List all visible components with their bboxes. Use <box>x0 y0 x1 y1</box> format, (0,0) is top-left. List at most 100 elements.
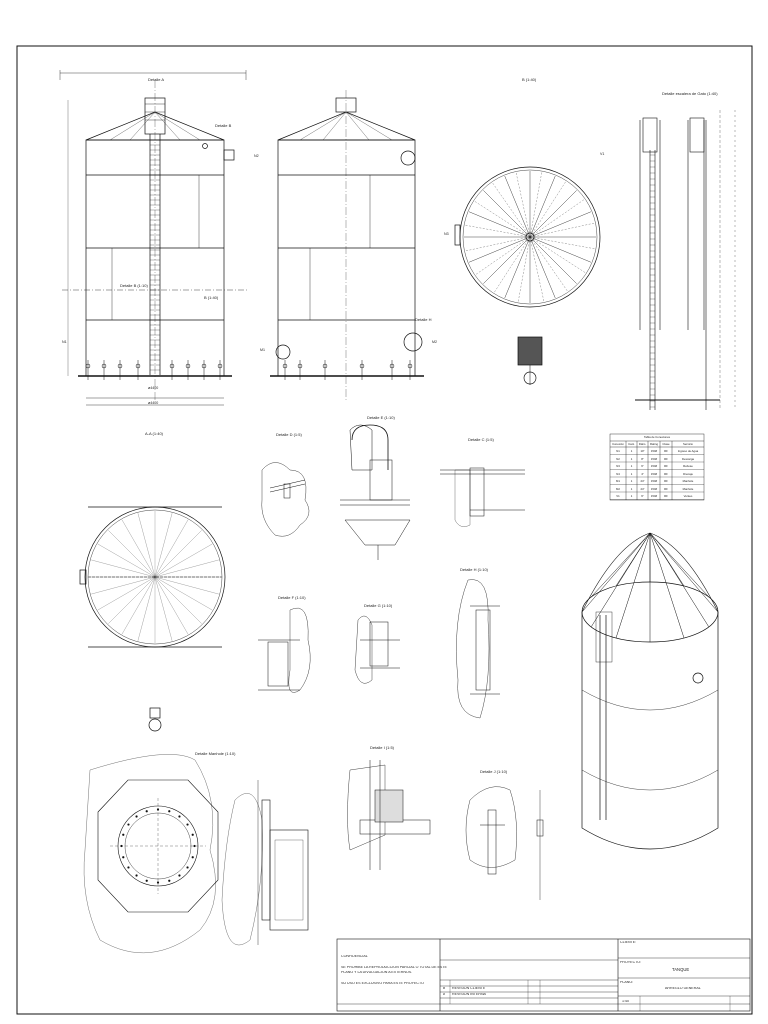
bottom-plan-view <box>79 506 226 732</box>
label-detail-b: Detalle D (1:5) <box>276 432 302 437</box>
plan-radial <box>154 530 202 578</box>
nozzle-table-cell: 1 <box>630 464 633 468</box>
roof-rib-dashed <box>474 201 527 235</box>
nozzle-table-cell: Drenaje <box>683 471 693 476</box>
tb-confidential-text-2: PLANO Y LA DIVULGACION A EXTERNOS. <box>341 971 413 974</box>
manhole-bolts <box>120 808 196 884</box>
nozzle-table-cell: 150# <box>650 464 658 468</box>
label-detail-j: Detalle J (1:10) <box>480 769 508 774</box>
manhole-bolt <box>156 881 160 884</box>
plan-radial <box>154 576 219 595</box>
nozzle-n3: N3 <box>444 232 449 236</box>
roof-rib <box>529 236 556 299</box>
manhole-bolt <box>193 844 196 848</box>
nozzle-table-header: Rating <box>649 442 659 446</box>
plan-radial <box>154 576 202 624</box>
nozzle-table-cell: 1 <box>630 486 633 491</box>
plan-radial <box>154 559 219 578</box>
plan-radial <box>108 576 156 624</box>
roof-rib-dashed <box>533 239 586 273</box>
nozzle-table-cell: 150# <box>650 456 658 461</box>
anchor-chair <box>185 363 191 369</box>
nozzle-table-header: Diám. <box>638 442 647 446</box>
dim-elev-width: ø4400 <box>148 386 159 390</box>
anchor-chair <box>389 363 395 369</box>
nozzle-table-cell: 10" <box>640 449 645 453</box>
nozzle-table-cell: RF <box>664 479 668 483</box>
isometric-roof-ribs <box>581 532 719 642</box>
nozzle-table-cell: 24" <box>640 479 645 483</box>
nozzle-table-cell: RF <box>664 449 668 453</box>
label-detail-h2: Detalle H <box>415 317 432 322</box>
nozzle-table-cell: M2 <box>616 486 620 491</box>
manhole-bolt <box>120 844 123 848</box>
nozzle-table-cell: RF <box>664 456 668 461</box>
manhole-side-detail <box>221 780 309 946</box>
label-plan-top: B (1:40) <box>522 77 537 82</box>
roof-rib <box>468 211 531 238</box>
nozzle-table-cell: 1 <box>630 456 633 461</box>
iso-roof-rib <box>649 532 710 598</box>
manhole-bolt <box>135 815 138 818</box>
nozzle-table-cell: 1 <box>630 479 633 483</box>
nozzle-table-rows <box>610 454 704 500</box>
detail-e-sketch <box>340 424 411 560</box>
nozzle-table-cell: RF <box>664 494 668 498</box>
nozzle-table-cell: Descarga <box>682 456 694 461</box>
plan-radial <box>154 543 213 578</box>
tb-confidential-title: CONFIDENCIAL <box>341 955 368 958</box>
roof-rib <box>468 236 531 263</box>
nozzle-table-header: Cant. <box>628 442 635 446</box>
nozzle-table-cell: N2 <box>616 456 620 461</box>
manhole-bolt <box>145 810 148 813</box>
nozzle-v1: V1 <box>600 152 605 156</box>
nozzle-table-cell: 150# <box>650 486 658 491</box>
label-detail-i: Detalle I (1:5) <box>370 745 395 750</box>
nozzle-table-grid <box>609 433 705 501</box>
nozzle-n2: N2 <box>254 154 259 158</box>
tb-plane-value: ARREGLO GENERAL <box>665 987 701 990</box>
tb-rev-b: B <box>443 987 446 990</box>
tb-project-value: TANQUE <box>672 968 690 972</box>
detail-f-sketch <box>258 607 311 693</box>
plan-radial <box>154 576 213 611</box>
nozzle-table-title: Tabla de Conexiones <box>643 435 671 439</box>
nozzle-table-cell: RF <box>664 471 668 476</box>
label-detail-e: Detalle E (1:10) <box>367 415 395 420</box>
anchor-chair <box>117 363 123 369</box>
manhole-bolt <box>186 866 189 869</box>
nozzle-table-cell: Rebose <box>683 464 693 468</box>
nozzle-m2: M2 <box>432 340 437 344</box>
roof-rib <box>529 175 556 238</box>
anchor-chair <box>169 363 175 369</box>
tb-rev-a: A <box>443 993 446 996</box>
anchor-chair <box>201 363 207 369</box>
detail-i-sketch <box>347 760 431 870</box>
nozzle-table-cell: RF <box>664 464 668 468</box>
label-manhole: Detalle Manhole (1:10) <box>195 751 236 756</box>
plan-radial <box>137 513 156 578</box>
elevation-base-anchors <box>85 360 223 380</box>
tb-rev-a-desc: REVISION INTERNA <box>452 993 486 996</box>
nozzle-table-cell: 6" <box>641 494 644 498</box>
label-detail-g: Detalle G (1:10) <box>364 603 393 608</box>
title-block-grid <box>336 938 751 1012</box>
tb-scale: 1:40 <box>622 1000 629 1003</box>
plan-radial <box>121 576 156 635</box>
nozzle-table-cell: 150# <box>650 494 658 498</box>
sheet-border <box>16 45 753 1015</box>
nozzle-table-cell: 150# <box>650 471 658 476</box>
label-section: B (1:40) <box>204 295 219 300</box>
manhole-bolt <box>127 823 130 826</box>
roof-rib-dashed <box>530 240 545 302</box>
roof-rib <box>529 236 592 263</box>
detail-b-sketch <box>261 462 310 537</box>
anchor-chair <box>85 363 91 369</box>
manhole-detail <box>83 754 219 953</box>
anchor-chair <box>322 363 328 369</box>
section-base-anchors <box>282 360 413 380</box>
roof-rib <box>529 190 577 238</box>
ladder-rungs-right <box>650 154 655 408</box>
plan-radial <box>108 530 156 578</box>
